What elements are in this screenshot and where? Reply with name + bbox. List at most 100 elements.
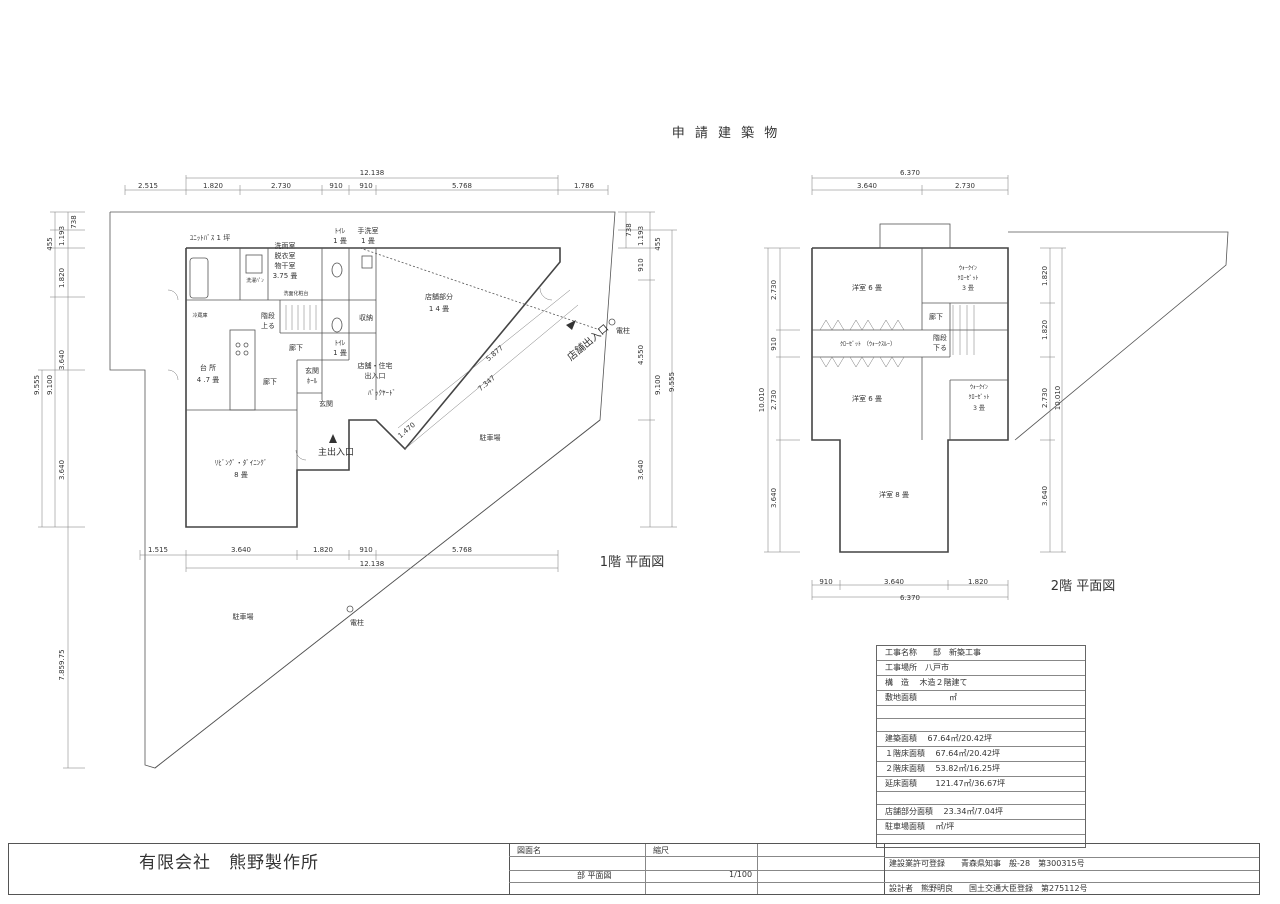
label-kitchen-2: 4 .7 畳: [197, 376, 220, 384]
dim-left-3: 455: [46, 237, 54, 250]
dim-left-1: 738: [70, 215, 78, 228]
label-western1: 洋室 6 畳: [852, 283, 882, 292]
bathtub: [189, 257, 209, 299]
company-name: 有限会社 熊野製作所: [139, 853, 319, 873]
sheet-title: 申 請 建 築 物: [672, 126, 781, 141]
dim-top-6: 5.768: [452, 182, 472, 190]
toilet-fixture-2: [331, 317, 343, 333]
info-row: [877, 719, 1085, 732]
label-entrance-hall-1: 玄関: [305, 366, 319, 375]
f2-dim-bot-3: 1.820: [968, 578, 988, 586]
store-entrance-arrow: [566, 320, 576, 330]
label-washstand: 洗面化粧台: [283, 290, 308, 297]
dim-left-7: 9.100: [46, 375, 54, 395]
label-toilet1-1: ﾄｲﾚ: [335, 227, 346, 235]
label-living-1: ﾘﾋﾞﾝｸﾞ・ﾀﾞｲﾆﾝｸﾞ: [215, 459, 268, 467]
utility-pole-1: [608, 318, 616, 326]
door-arc: [539, 287, 553, 301]
dim-bot-5: 5.768: [452, 546, 472, 554]
f2-dim-left-4: 2.730: [770, 390, 778, 410]
label-closet: ｸﾛｰｾﾞｯﾄ （ｳｫｰｸｽﾙｰ）: [840, 341, 896, 348]
dim-left-6: 9.555: [33, 375, 41, 395]
label-wic1-3: 3 畳: [962, 285, 974, 292]
utility-pole-2: [346, 605, 354, 613]
title-block: 有限会社 熊野製作所 図面名 縮尺 部 平面図 1/100 建設業許可登録 青森…: [8, 843, 1260, 895]
label-storage: 収納: [359, 313, 373, 322]
label-fridge: 冷蔵庫: [192, 312, 207, 319]
dim-left-4: 1.820: [58, 268, 66, 288]
dim-right-1: 738: [625, 223, 633, 236]
washbasin: [245, 254, 263, 274]
f2-dim-top-1: 3.640: [857, 182, 877, 190]
drawing-name: 部 平面図: [577, 871, 612, 880]
kitchen-counter: [229, 329, 256, 411]
label-store-1: 店舗部分: [425, 292, 453, 301]
handwash-sink: [361, 255, 373, 269]
project-info-box: 工事名称 邸 新築工事 工事場所 八戸市 構 造 木造２階建て 敷地面積 ㎡ 建…: [876, 645, 1086, 848]
info-row: 建築面積 67.64㎡/20.42坪: [877, 732, 1085, 747]
dim-top-total: 12.138: [360, 169, 385, 177]
dim-left-9: 7.859.75: [58, 649, 66, 680]
main-entrance-arrow: [329, 434, 337, 443]
label-f2-hall: 廊下: [929, 312, 943, 321]
designer-info: 設計者 熊野明良 国土交通大臣登録 第275112号: [889, 884, 1088, 893]
label-western3: 洋室 8 畳: [879, 490, 909, 499]
label-shop-entry-1: 店舗・住宅: [358, 361, 393, 370]
info-row: 構 造 木造２階建て: [877, 676, 1085, 691]
scale-value: 1/100: [729, 870, 753, 879]
label-stairs-down-1: 階段: [933, 333, 947, 342]
floor2-caption: 2階 平面図: [1051, 579, 1115, 594]
dim-top-3: 2.730: [271, 182, 291, 190]
dim-right-7: 9.555: [668, 372, 676, 392]
label-genkan: 玄関: [319, 399, 333, 408]
f2-dim-bot-total: 6.370: [900, 594, 920, 602]
dim-bot-1: 1.515: [148, 546, 168, 554]
site-boundary-2: [1008, 231, 1229, 441]
door-arc: [295, 449, 307, 461]
label-western2: 洋室 6 畳: [852, 394, 882, 403]
label-stairs-down-2: 下る: [933, 344, 947, 352]
f2-dim-left-5: 3.640: [770, 488, 778, 508]
label-pole2: 電柱: [350, 618, 364, 627]
f2-dim-right-2: 1.820: [1041, 320, 1049, 340]
info-row: 駐車場面積 ㎡/坪: [877, 820, 1085, 835]
f2-dim-bot-2: 3.640: [884, 578, 904, 586]
drawing-name-label: 図面名: [517, 846, 541, 855]
info-row: [877, 792, 1085, 805]
info-row: [877, 706, 1085, 719]
label-toilet1-2: 1 畳: [333, 237, 347, 245]
f2-dim-left-3: 10.010: [758, 388, 766, 413]
dim-top-4: 910: [329, 182, 342, 190]
label-washroom-3: 物干室: [275, 261, 296, 270]
info-row: 延床面積 121.47㎡/36.67坪: [877, 777, 1085, 792]
dim-top-1: 2.515: [138, 182, 158, 190]
f2-dim-top-2: 2.730: [955, 182, 975, 190]
label-living-2: 8 畳: [234, 471, 248, 479]
info-row: 工事場所 八戸市: [877, 661, 1085, 676]
label-entrance-hall-2: ﾎｰﾙ: [307, 377, 318, 385]
license-info: 建設業許可登録 青森県知事 般-28 第300315号: [889, 859, 1085, 868]
dim-top-7: 1.786: [574, 182, 595, 190]
info-row: ２階床面積 53.82㎡/16.25坪: [877, 762, 1085, 777]
label-handwash-2: 1 畳: [361, 237, 375, 245]
floor1-plan: 12.138 2.515 1.820 2.730 910 910 5.768 1…: [33, 169, 677, 769]
f2-dim-right-1: 1.820: [1041, 266, 1049, 286]
label-backyard: ﾊﾞｯｸﾔｰﾄﾞ: [368, 389, 396, 397]
label-toilet2-2: 1 畳: [333, 349, 347, 357]
f2-dim-right-5: 3.640: [1041, 486, 1049, 506]
label-parking1: 駐車場: [480, 433, 501, 442]
label-main-entrance: 主出入口: [318, 446, 354, 458]
site-boundary: [109, 211, 616, 769]
label-wic1-1: ｳｫｰｸｲﾝ: [959, 265, 977, 272]
label-stairs-2: 上る: [261, 321, 275, 330]
label-wic2-2: ｸﾛｰｾﾞｯﾄ: [968, 394, 989, 401]
dim-bot-total: 12.138: [360, 560, 385, 568]
f2-dim-right-4: 10.010: [1054, 386, 1062, 411]
dim-left-2: 1.193: [58, 226, 66, 246]
dim-right-5: 4.550: [637, 345, 645, 365]
f2-dim-left-1: 2.730: [770, 280, 778, 300]
label-wic2-1: ｳｫｰｸｲﾝ: [970, 384, 988, 391]
floor1-caption: 1階 平面図: [600, 555, 664, 570]
dim-right-2: 1.193: [637, 226, 645, 246]
